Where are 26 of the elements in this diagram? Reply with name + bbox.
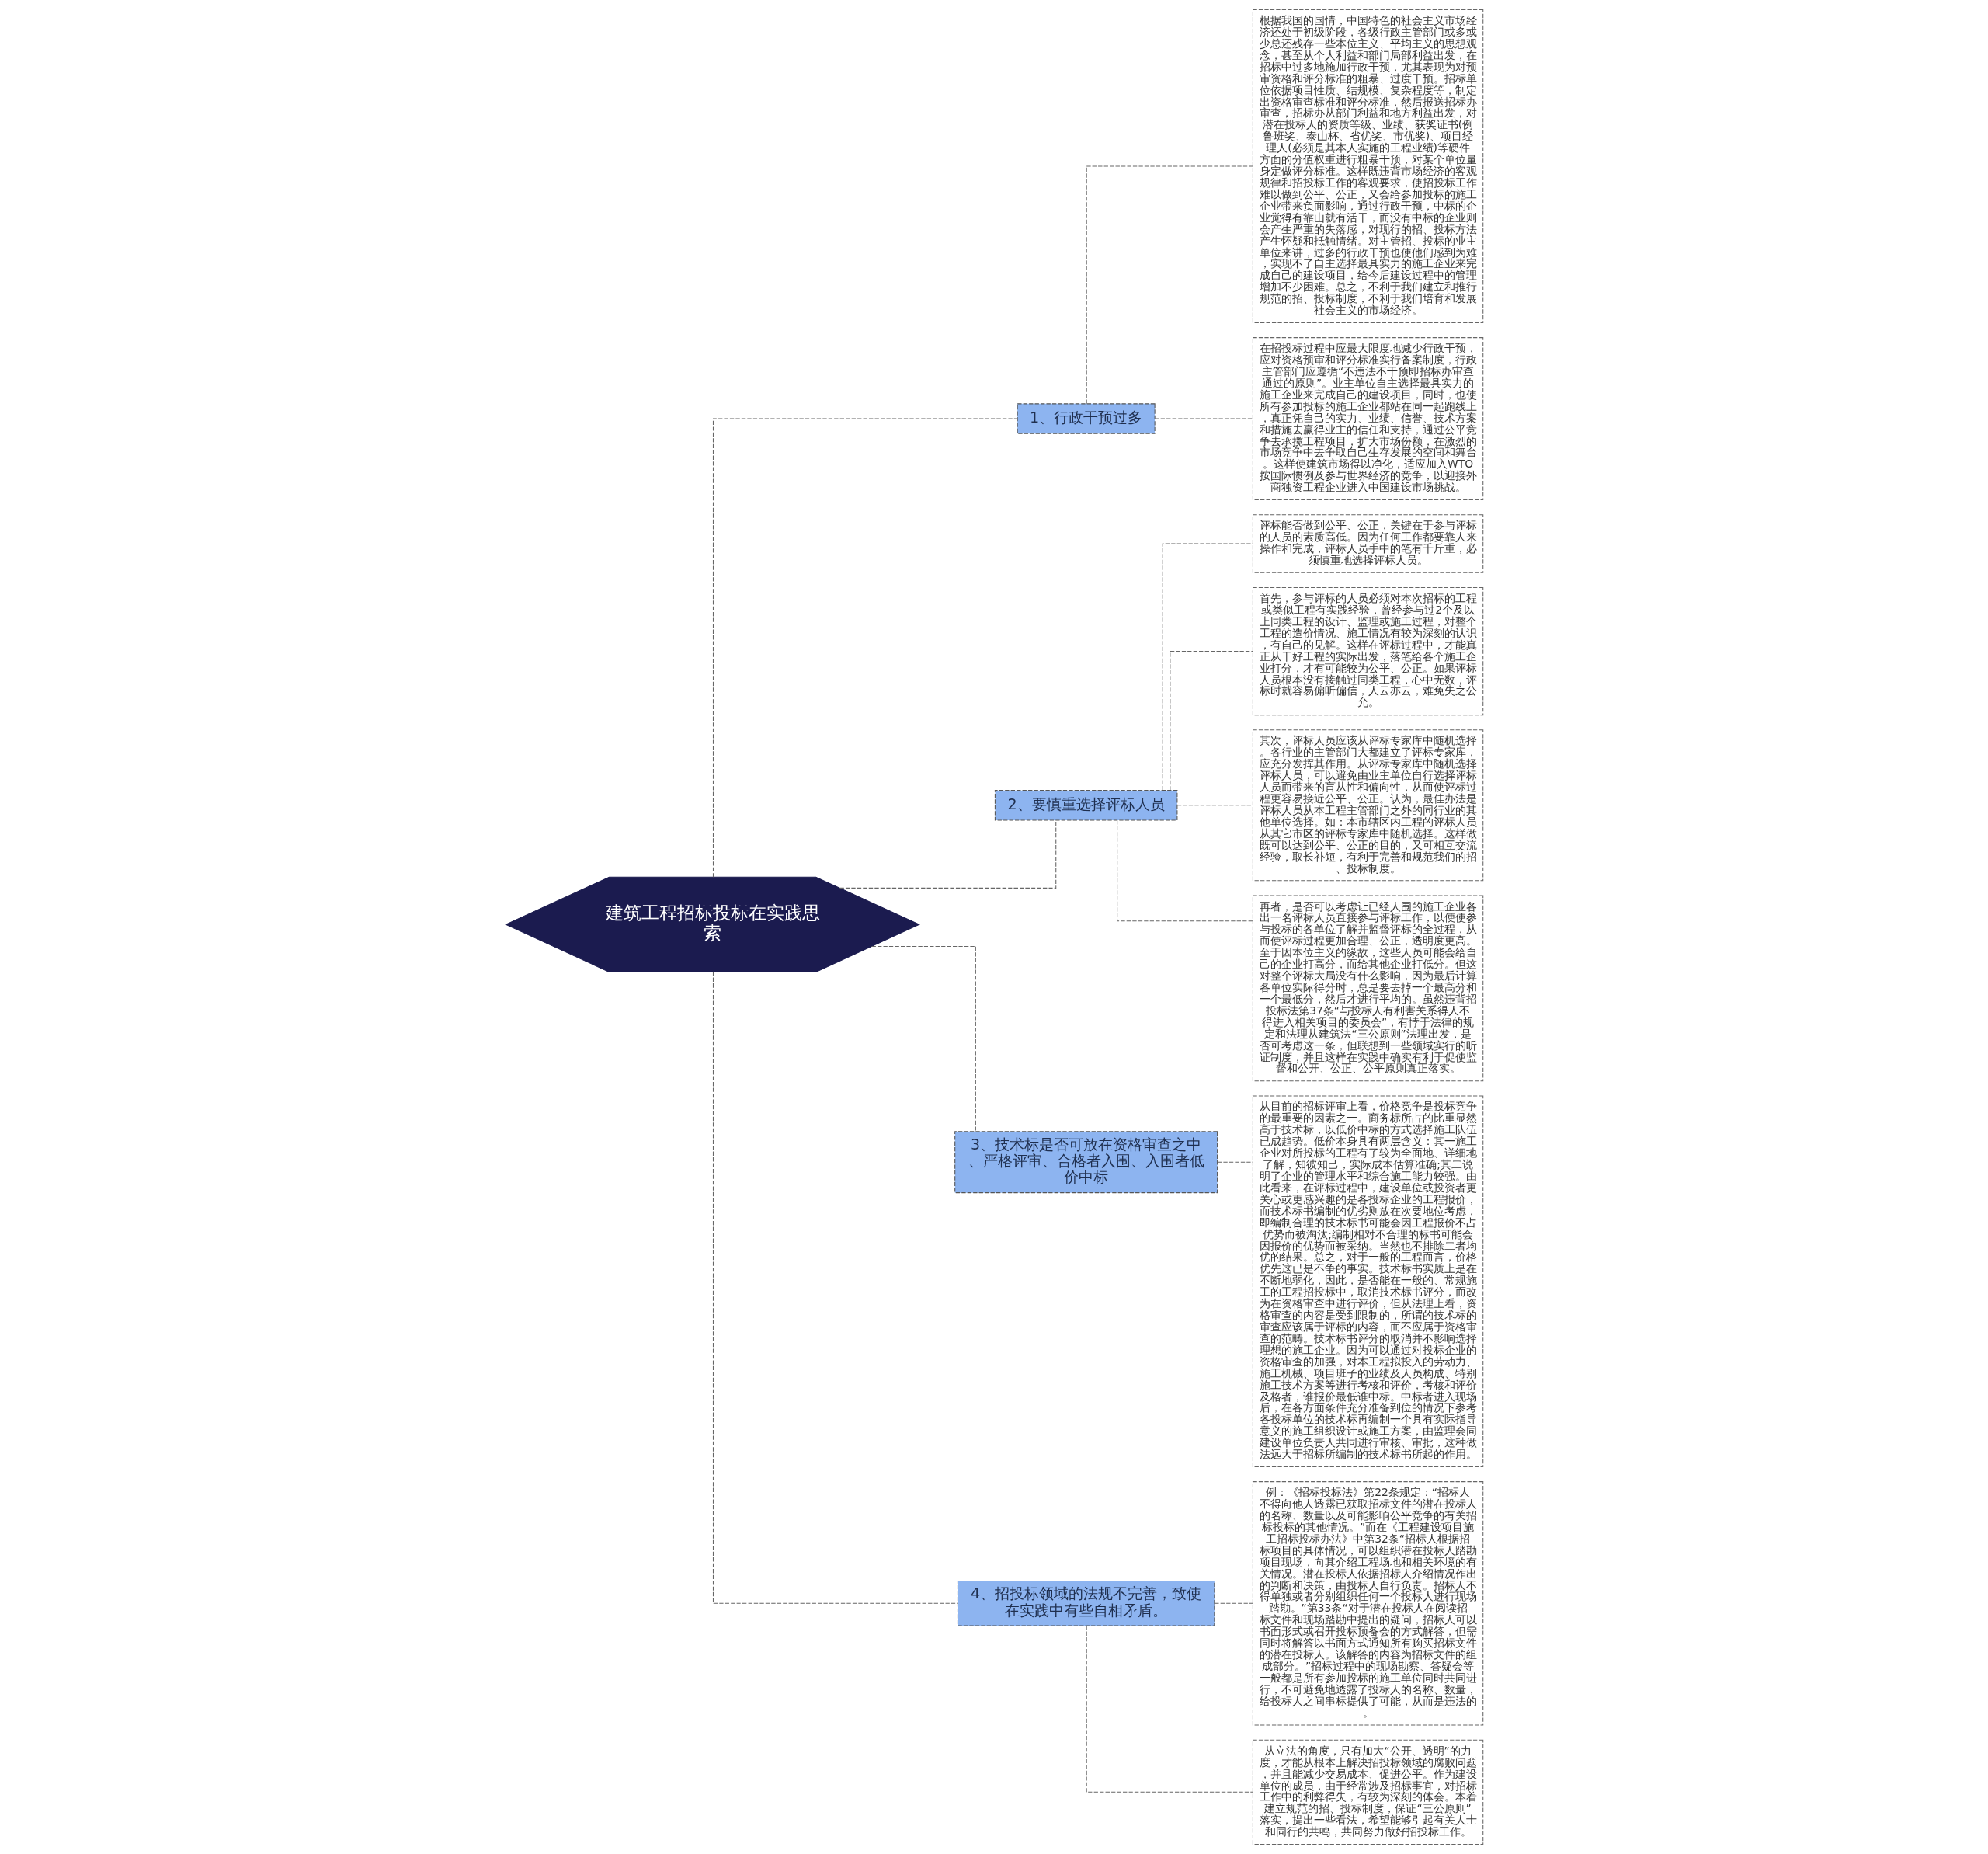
node-box: 首先，参与评标的人员必须对本次招标的工程或类似工程有实践经验，曾经参与过2个及以上同类工程的设计、监理或施工过程，对整个工程的造价情况、施工情况有较为深刻的认识，有自己的见解。这样在评标过程中，才能真正从干好工程的实际出发，落笔给各个施工企业打分，才有可能较为公平、公正。如果评标人员根本没有接触过同类工程，心中无数，评标时就容易偏听偏信，人云亦云，难免失之公允。 xyxy=(1252,586,1483,716)
connector xyxy=(1169,651,1253,791)
node-box: 4、招投标领域的法规不完善，致使在实践中有些自相矛盾。 xyxy=(957,1581,1215,1626)
connector xyxy=(1214,1602,1253,1604)
node-box: 从立法的角度，只有加大“公开、透明”的力度，才能从根本上解决招投标领域的腐败问题，并且能减少交易成本、促进公平。作为建设单位的成员，由于经常涉及招标事宜，对招标工作中的利弊得失，有较为深刻的体会。本着建立规范的招、投标制度，保证“三公原则”落实，提出一些看法，希望能够引起有关人士和同行的共鸣，共同努力做好招投标工作。 xyxy=(1252,1739,1483,1845)
connector xyxy=(712,971,958,1604)
connector xyxy=(1216,1161,1253,1163)
connector xyxy=(1162,543,1253,791)
connector xyxy=(871,945,976,1132)
node-box: 例：《招标投标法》第22条规定：“招标人不得向他人透露已获取招标文件的潜在投标人的名称、数量以及可能影响公平竞争的有关招标投标的其他情况。”而在《工程建设项目施工招标投标办法》中第32条“招标人根据招标项目的具体情况，可以组织潜在投标人踏勘项目现场，向其介绍工程场地和相关环境的有关情况。潜在投标人依据招标人介绍情况作出的判断和决策，由投标人自行负责。招标人不得单独或者分别组织任何一个投标人进行现场踏勘。”第33条“对于潜在投标人在阅读招标文件和现场踏勘中提出的疑问，招标人可以书面形式或召开投标预备会的方式解答，但需同时将解答以书面方式通知所有购买招标文件的潜在投标人。该解答的内容为招标文件的组成部分。”招标过程中的现场勘察、答疑会等一般都是所有参加投标的施工单位同时共同进行，不可避免地透露了投标人的名称、数量，给投标人之间串标提供了可能，从而是违法的。 xyxy=(1252,1481,1483,1726)
node-box: 在招投标过程中应最大限度地减少行政干预，应对资格预审和评分标准实行备案制度，行政主管部门应遵循“不违法不干预即招标办审查通过的原则”。业主单位自主选择最具实力的施工企业来完成自己的建设项目，同时，也使所有参加投标的施工企业都站在同一起跑线上，真正凭自己的实力、业绩、信誉、技术方案和措施去赢得业主的信任和支持，通过公平竞争去承揽工程项目，扩大市场份额，在激烈的市场竞争中去争取自己生存发展的空间和舞台。这样使建筑市场得以净化，适应加入WTO按国际惯例及参与世界经济的竞争，以迎接外商独资工程企业进入中国建设市场挑战。 xyxy=(1252,337,1483,501)
node-box: 根据我国的国情，中国特色的社会主义市场经济还处于初级阶段，各级行政主管部门或多或少总还残存一些本位主义、平均主义的思想观念，甚至从个人利益和部门局部利益出发，在招标中过多地施加行政干预，尤其表现为对预审资格和评分标准的粗暴、过度干预。招标单位依据项目性质、结规模、复杂程度等，制定出资格审查标准和评分标准，然后报送招标办审查，招标办从部门利益和地方利益出发，对潜在投标人的资质等级、业绩、获奖证书(例鲁班奖、泰山杯、省优奖、市优奖)、项目经理人(必须是其本人实施的工程业绩)等硬件方面的分值权重进行粗暴干预，对某个单位量身定做评分标准。这样既违背市场经济的客观规律和招投标工作的客观要求，使招投标工作难以做到公平、公正，又会给参加投标的施工企业带来负面影响，通过行政干预，中标的企业觉得有靠山就有活干，而没有中标的企业则会产生严重的失落感，对现行的招、投标方法产生怀疑和抵触情绪。对主管招、投标的业主单位来讲，过多的行政干预也使他们感到为难，实现不了自主选择最具实力的施工企业来完成自己的建设项目，给今后建设过程中的管理增加不少困难。总之，不利于我们建立和推行规范的招、投标制度，不利于我们培育和发展社会主义的市场经济。 xyxy=(1252,9,1483,323)
node-box: 从目前的招标评审上看，价格竞争是投标竞争的最重要的因素之一。商务标所占的比重显然高于技术标，以低价中标的方式选择施工队伍已成趋势。低价本身具有两层含义：其一施工企业对所投标的工程有了较为全面地、详细地了解，知彼知己，实际成本估算准确;其二说明了企业的管理水平和综合施工能力较强。由此看来，在评标过程中，建设单位或投资者更关心或更感兴趣的是各投标企业的工程报价，而技术标书编制的优劣则放在次要地位考虑，即编制合理的技术标书可能会因工程报价不占优势而被淘汰;编制相对不合理的标书可能会因报价的优势而被采纳。当然也不排除二者均优的结果。总之，对于一般的工程而言，价格优先这已是不争的事实。技术标书实质上是在不断地弱化，因此，是否能在一般的、常规施工的工程招投标中，取消技术标书评分，而改为在资格审查中进行评价，但从法理上看，资格审查的内容是受到限制的，所谓的技术标的审查应该属于评标的内容，而不应属于资格审查的范畴。技术标书评分的取消并不影响选择理想的施工企业。因为可以通过对投标企业的资格审查的加强，对本工程拟投入的劳动力、施工机械、项目班子的业绩及人员构成、特别施工技术方案等进行考核和评价，考核和评价及格者，谁报价最低谁中标。中标者进入现场后，在各方面条件充分准备到位的情况下参考各投标单位的技术标再编制一个具有实际指导意义的施工组织设计或施工方案，由监理会同建设单位负责人共同进行审核、审批，这种做法远大于招标所编制的技术标书所起的作用。 xyxy=(1252,1095,1483,1467)
connector xyxy=(1086,165,1253,405)
node-box: 3、技术标是否可放在资格审查之中、严格评审、合格者入围、入围者低价中标 xyxy=(954,1131,1218,1194)
node-box: 1、行政干预过多 xyxy=(1017,403,1156,434)
node-box: 再者，是否可以考虑让已经人围的施工企业各出一名评标人员直接参与评标工作，以便使参与投标的各单位了解并监督评标的全过程，从而使评标过程更加合理、公正，透明度更高。至于因本位主义的缘故，这些人员可能会给自己的企业打高分，而给其他企业打低分。但这对整个评标大局没有什么影响，因为最后计算各单位实际得分时，总是要去掉一个最高分和一个最低分，然后才进行平均的。虽然违背招投标法第37条“与投标人有利害关系得人不得进入相关项目的委员会”，有悖于法律的规定和法理从建筑法“三公原则”法理出发，是否可考虑这一条，但联想到一些领域实行的听证制度，并且这样在实践中确实有利于促使监督和公开、公正、公平原则真正落实。 xyxy=(1252,895,1483,1082)
node-box: 2、要慎重选择评标人员 xyxy=(994,790,1177,821)
connector xyxy=(839,819,1056,889)
node-box: 其次，评标人员应该从评标专家库中随机选择。各行业的主管部门大都建立了评标专家库，应充分发挥其作用。从评标专家库中随机选择评标人员，可以避免由业主单位自行选择评标人员而带来的盲从性和偏向性，从而使评标过程更容易接近公平、公正。认为，最佳办法是评标人员从本工程主管部门之外的同行业的其他单位选择。如：本市辖区内工程的评标人员从其它市区的评标专家库中随机选择。这样做既可以达到公平、公正的目的，又可相互交流经验，取长补短，有利于完善和规范我们的招、投标制度。 xyxy=(1252,729,1483,882)
connector xyxy=(1154,418,1253,419)
connector xyxy=(712,418,1018,878)
connector xyxy=(1176,805,1253,806)
connector xyxy=(1116,819,1253,922)
node-box: 评标能否做到公平、公正，关键在于参与评标的人员的素质高低。因为任何工作都要靠人来操作和完成，评标人员手中的笔有千斤重，必须慎重地选择评标人员。 xyxy=(1252,514,1483,573)
connector xyxy=(1086,1625,1253,1793)
